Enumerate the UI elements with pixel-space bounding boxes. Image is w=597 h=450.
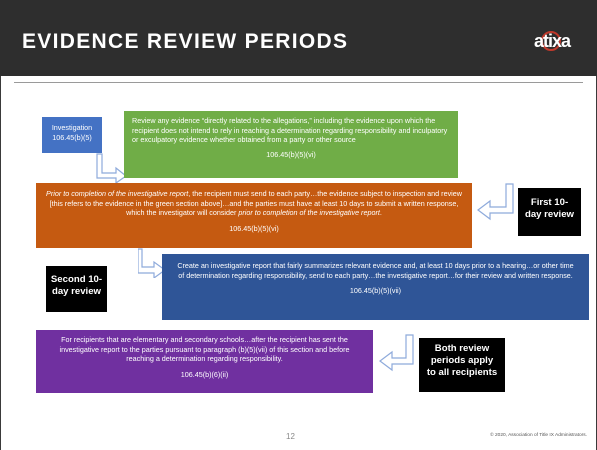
purple-text: For recipients that are elementary and s… (59, 335, 350, 364)
both-periods-line1: Both review (434, 343, 490, 354)
title-bar: EVIDENCE REVIEW PERIODS atixa (0, 0, 597, 76)
both-periods-line2: periods apply (430, 354, 494, 366)
both-periods-label: Both review periods apply to all recipie… (419, 338, 505, 392)
investigation-label: Investigation (51, 123, 93, 132)
turn-left-arrow-icon (379, 334, 414, 372)
second-review-label: Second 10- day review (46, 266, 107, 312)
orange-text-1: , the recipient must send to each party…… (49, 189, 462, 218)
green-text: Review any evidence “directly related to… (132, 116, 448, 145)
orange-italic-1: Prior to completion of the investigative… (46, 189, 189, 198)
first-review-line2: day review (524, 208, 575, 220)
turn-down-right-arrow-icon (138, 248, 166, 278)
blue-text: Create an investigative report that fair… (177, 261, 574, 280)
green-evidence-box: Review any evidence “directly related to… (124, 111, 458, 178)
investigation-box: Investigation 106.45(b)(5) (42, 117, 102, 153)
blue-report-box: Create an investigative report that fair… (162, 254, 589, 320)
page-number: 12 (286, 432, 295, 441)
orange-evidence-box: Prior to completion of the investigative… (36, 183, 472, 248)
atixa-logo: atixa (529, 27, 575, 55)
purple-cite: 106.45(b)(6)(ii) (180, 370, 229, 380)
orange-cite: 106.45(b)(5)(vi) (229, 224, 279, 234)
slide-title: EVIDENCE REVIEW PERIODS (22, 30, 349, 53)
both-periods-line3: to all recipients (426, 366, 498, 378)
orange-text-2: . (379, 208, 382, 218)
logo-ring-icon (541, 31, 561, 51)
blue-cite: 106.45(b)(5)(vii) (349, 286, 402, 296)
second-review-line1: Second 10- (50, 274, 103, 285)
copyright-text: © 2020, Association of Title IX Administ… (490, 433, 587, 438)
green-cite: 106.45(b)(5)(vi) (266, 150, 316, 160)
orange-text: Prior to completion of the investigative… (44, 189, 464, 218)
first-review-line1: First 10- (530, 197, 569, 208)
first-review-label: First 10- day review (518, 188, 581, 236)
turn-left-arrow-icon (477, 183, 514, 221)
investigation-cite: 106.45(b)(5) (52, 133, 92, 143)
logo-text: atixa (533, 31, 571, 51)
second-review-line2: day review (51, 285, 102, 297)
title-divider (14, 82, 583, 83)
purple-schools-box: For recipients that are elementary and s… (36, 330, 373, 393)
turn-down-right-arrow-icon (96, 153, 128, 183)
orange-italic-2: prior to completion of the investigative… (238, 208, 380, 218)
